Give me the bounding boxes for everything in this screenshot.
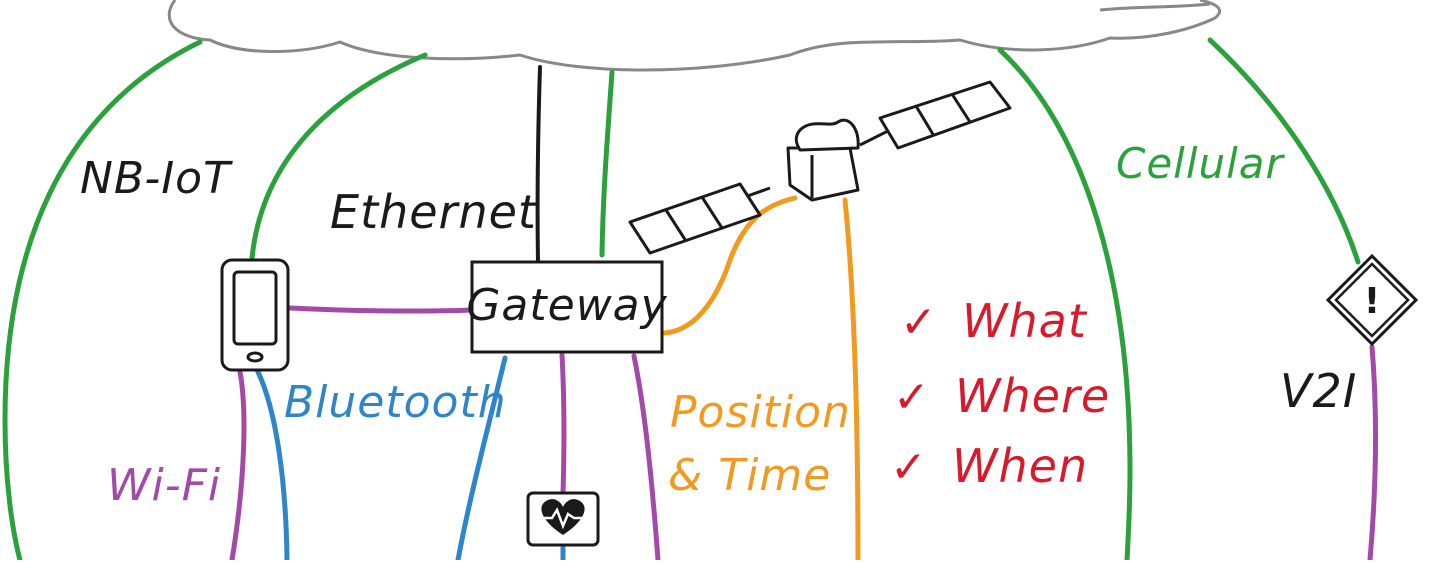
v2i-link [1367, 344, 1379, 563]
blue-links [255, 355, 566, 563]
ethernet-label: Ethernet [330, 185, 538, 239]
bluetooth-label: Bluetooth [284, 377, 507, 428]
check-mark: ✓ [890, 442, 927, 493]
what-label: What [962, 294, 1088, 348]
cellular-link-left [997, 47, 1133, 563]
where-label: Where [955, 369, 1110, 423]
what-where-when-list: ✓ What ✓ Where ✓ When [890, 294, 1110, 493]
v2i-label: V2I [1280, 364, 1357, 418]
orange-links [662, 195, 861, 563]
wifi-link [229, 369, 247, 563]
green-links [2, 37, 1361, 563]
smartphone-uplink [249, 52, 428, 261]
gateway-satellite-link [662, 195, 798, 336]
position-label: Position [670, 387, 851, 438]
phone-gateway-link [287, 305, 475, 314]
heart-monitor-icon [526, 491, 600, 547]
bluetooth-link-phone [255, 369, 290, 563]
gateway-uplink [599, 69, 615, 258]
check-mark: ✓ [893, 372, 930, 423]
wifi-label: Wi-Fi [107, 460, 221, 511]
warning-mark: ! [1364, 281, 1380, 322]
satellite-down-link [842, 197, 861, 563]
when-label: When [952, 439, 1088, 493]
satellite-icon [628, 80, 1012, 255]
gateway-box: Gateway [466, 260, 667, 354]
gateway-heart-link [559, 352, 567, 496]
warning-sign-icon: ! [1325, 253, 1419, 347]
ethernet-link [535, 65, 542, 264]
nbiot-link [2, 39, 203, 563]
purple-links [229, 305, 1379, 563]
check-mark: ✓ [900, 297, 937, 348]
time-label: & Time [668, 450, 831, 501]
smartphone-icon [220, 258, 290, 372]
gateway-label: Gateway [466, 280, 667, 331]
nbiot-label: NB-IoT [80, 153, 233, 204]
cloud-icon [167, 0, 1221, 72]
cellular-label: Cellular [1116, 139, 1286, 188]
gateway-down-right-link [631, 353, 661, 563]
cellular-link-right [1207, 37, 1361, 265]
bluetooth-link-gateway [455, 355, 508, 563]
